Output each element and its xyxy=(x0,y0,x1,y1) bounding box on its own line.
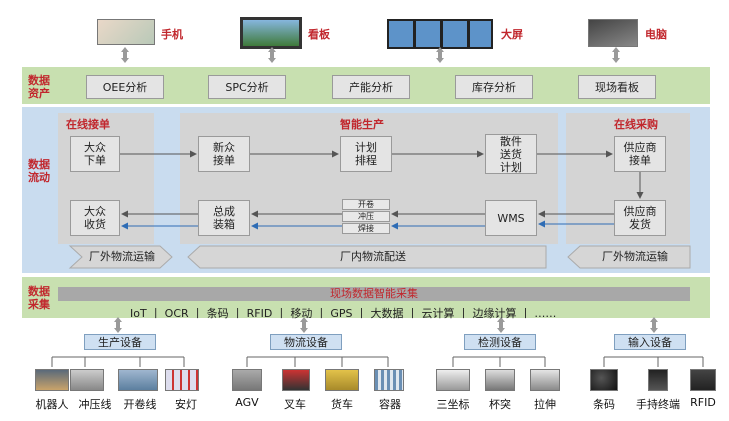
device-group-logistics: 物流设备 xyxy=(270,334,342,350)
logistics-out-right: 厂外物流运输 xyxy=(602,250,668,263)
top-label-screen: 大屏 xyxy=(501,28,523,41)
handheld-thumb xyxy=(648,369,668,391)
device-group-production: 生产设备 xyxy=(84,334,156,350)
device-handheld: 手持终端 xyxy=(636,398,680,411)
device-andon: 安灯 xyxy=(175,398,197,411)
collect-bar: 现场数据智能采集 xyxy=(58,287,690,301)
cmm-thumb xyxy=(436,369,470,391)
tensile-thumb xyxy=(530,369,560,391)
device-robot: 机器人 xyxy=(35,398,69,411)
device-agv: AGV xyxy=(235,396,259,409)
box-wms: WMS xyxy=(485,200,537,236)
cupping-thumb xyxy=(485,369,515,391)
mini-stamp: 冲压 xyxy=(342,211,390,222)
box-supplier-order: 供应商接单 xyxy=(614,136,666,172)
title-smart-production: 智能生产 xyxy=(340,118,384,131)
collect-label: 数据采集 xyxy=(28,285,50,311)
box-parts-delivery: 散件送货计划 xyxy=(485,134,537,174)
box-vw-order: 大众下单 xyxy=(70,136,120,172)
board-thumb xyxy=(240,17,302,49)
device-press-line: 冲压线 xyxy=(78,398,112,411)
andon-thumb xyxy=(165,369,199,391)
asset-dashboard: 现场看板 xyxy=(578,75,656,99)
box-supplier-ship: 供应商发货 xyxy=(614,200,666,236)
agv-thumb xyxy=(232,369,262,391)
asset-inventory: 库存分析 xyxy=(455,75,533,99)
top-label-laptop: 电脑 xyxy=(645,28,667,41)
scanner-thumb xyxy=(590,369,618,391)
box-plan-schedule: 计划排程 xyxy=(340,136,392,172)
asset-capacity: 产能分析 xyxy=(332,75,410,99)
screen-thumb xyxy=(387,19,493,49)
device-tensile: 拉伸 xyxy=(534,398,556,411)
tech-row: IoT 丨 OCR 丨 条码 丨 RFID 丨 移动 丨 GPS 丨 大数据 丨… xyxy=(130,307,557,320)
title-online-order: 在线接单 xyxy=(66,118,110,131)
logistics-in: 厂内物流配送 xyxy=(340,250,406,263)
device-cupping: 杯突 xyxy=(489,398,511,411)
forklift-thumb xyxy=(282,369,310,391)
container-thumb xyxy=(374,369,404,391)
device-forklift: 叉车 xyxy=(284,398,306,411)
top-label-phone: 手机 xyxy=(161,28,183,41)
flow-label: 数据流动 xyxy=(28,158,50,184)
device-group-input: 输入设备 xyxy=(614,334,686,350)
device-container: 容器 xyxy=(379,398,401,411)
phone-thumb xyxy=(97,19,155,45)
device-rfid: RFID xyxy=(690,396,716,409)
asset-spc: SPC分析 xyxy=(208,75,286,99)
box-xinzhong-order: 新众接单 xyxy=(198,136,250,172)
mini-uncoil: 开卷 xyxy=(342,199,390,210)
logistics-out-left: 厂外物流运输 xyxy=(89,250,155,263)
assets-label: 数据资产 xyxy=(28,74,50,100)
box-assembly-pack: 总成装箱 xyxy=(198,200,250,236)
device-cmm: 三坐标 xyxy=(436,398,470,411)
device-barcode: 条码 xyxy=(593,398,615,411)
box-vw-receive: 大众收货 xyxy=(70,200,120,236)
laptop-thumb xyxy=(588,19,638,47)
device-group-inspection: 检测设备 xyxy=(464,334,536,350)
device-uncoil-line: 开卷线 xyxy=(123,398,157,411)
uncoil-line-thumb xyxy=(118,369,158,391)
truck-thumb xyxy=(325,369,359,391)
rfid-thumb xyxy=(690,369,716,391)
mini-weld: 焊接 xyxy=(342,223,390,234)
device-truck: 货车 xyxy=(331,398,353,411)
title-online-procurement: 在线采购 xyxy=(614,118,658,131)
robot-thumb xyxy=(35,369,69,391)
top-label-board: 看板 xyxy=(308,28,330,41)
asset-oee: OEE分析 xyxy=(86,75,164,99)
press-line-thumb xyxy=(70,369,104,391)
